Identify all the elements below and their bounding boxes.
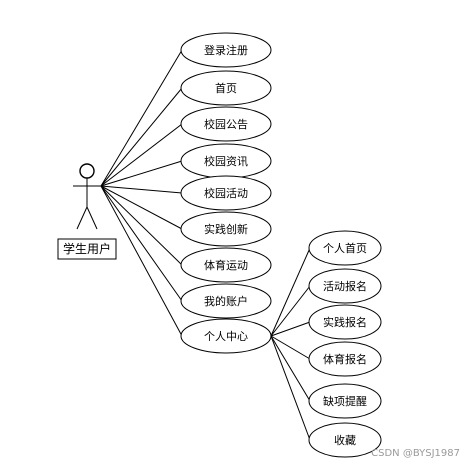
use-case-sports-label: 体育运动 — [204, 258, 248, 272]
sub-use-case-sports-signup: 体育报名 — [308, 341, 382, 377]
use-case-center-shape — [180, 318, 272, 354]
sub-use-case-activity-signup-label: 活动报名 — [323, 279, 367, 293]
sub-use-case-practice-signup: 实践报名 — [308, 304, 382, 340]
use-case-home: 首页 — [180, 70, 272, 106]
actor-head — [79, 163, 95, 179]
sub-use-case-sports-signup-label: 体育报名 — [323, 352, 367, 366]
sub-use-case-missing-reminder-label: 缺项提醒 — [323, 394, 367, 408]
link-center-center-home — [270, 247, 311, 337]
use-case-notice-label: 校园公告 — [204, 117, 248, 131]
actor-label-box — [57, 238, 117, 260]
sub-use-case-sports-signup-shape — [308, 341, 382, 377]
use-case-login-label: 登录注册 — [204, 43, 248, 57]
use-case-practice-shape — [180, 211, 272, 247]
link-center-sports-signup — [270, 335, 311, 360]
use-case-sports: 体育运动 — [180, 247, 272, 283]
use-case-sports-shape — [180, 247, 272, 283]
use-case-login: 登录注册 — [180, 32, 272, 68]
sub-use-case-center-home-shape — [308, 230, 382, 266]
use-case-account-label: 我的账户 — [204, 294, 248, 308]
link-actor-activity — [100, 185, 183, 194]
sub-use-case-favorites: 收藏 — [308, 422, 382, 458]
link-actor-center — [100, 185, 183, 337]
sub-use-case-missing-reminder-shape — [308, 383, 382, 419]
watermark: CSDN @BYSJ1987 — [371, 448, 460, 459]
link-center-favorites — [270, 335, 311, 441]
sub-use-case-activity-signup-shape — [308, 268, 382, 304]
use-case-account: 我的账户 — [180, 283, 272, 319]
use-case-news: 校园资讯 — [180, 143, 272, 179]
link-actor-home — [100, 87, 183, 187]
use-case-account-shape — [180, 283, 272, 319]
link-actor-practice — [100, 185, 183, 230]
use-case-notice-shape — [180, 106, 272, 142]
use-case-news-label: 校园资讯 — [204, 154, 248, 168]
use-case-home-shape — [180, 70, 272, 106]
link-center-activity-signup — [270, 285, 311, 337]
sub-use-case-center-home: 个人首页 — [308, 230, 382, 266]
use-case-notice: 校园公告 — [180, 106, 272, 142]
sub-use-case-activity-signup: 活动报名 — [308, 268, 382, 304]
use-case-home-label: 首页 — [215, 81, 237, 95]
use-case-activity-label: 校园活动 — [204, 186, 248, 200]
actor-right-leg — [86, 206, 98, 230]
sub-use-case-center-home-label: 个人首页 — [323, 241, 367, 255]
association-lines — [100, 49, 311, 441]
link-center-practice-signup — [270, 321, 311, 337]
link-actor-account — [100, 185, 183, 302]
actor-label: 学生用户 — [63, 241, 111, 256]
use-case-login-shape — [180, 32, 272, 68]
link-actor-login — [100, 49, 183, 187]
sub-use-case-practice-signup-shape — [308, 304, 382, 340]
use-case-practice: 实践创新 — [180, 211, 272, 247]
link-actor-sports — [100, 185, 183, 266]
link-actor-news — [100, 160, 183, 187]
actor-student-user: 学生用户 — [57, 163, 117, 260]
sub-use-case-practice-signup-label: 实践报名 — [323, 315, 367, 329]
actor-left-leg — [76, 206, 88, 230]
use-case-activity: 校园活动 — [180, 175, 272, 211]
use-case-practice-label: 实践创新 — [204, 222, 248, 236]
use-case-activity-shape — [180, 175, 272, 211]
sub-use-case-favorites-shape — [308, 422, 382, 458]
use-case-center: 个人中心 — [180, 318, 272, 354]
sub-use-case-missing-reminder: 缺项提醒 — [308, 383, 382, 419]
use-case-center-label: 个人中心 — [204, 330, 248, 343]
link-actor-notice — [100, 123, 183, 187]
link-center-missing-reminder — [270, 335, 311, 402]
sub-use-case-favorites-label: 收藏 — [334, 433, 356, 447]
